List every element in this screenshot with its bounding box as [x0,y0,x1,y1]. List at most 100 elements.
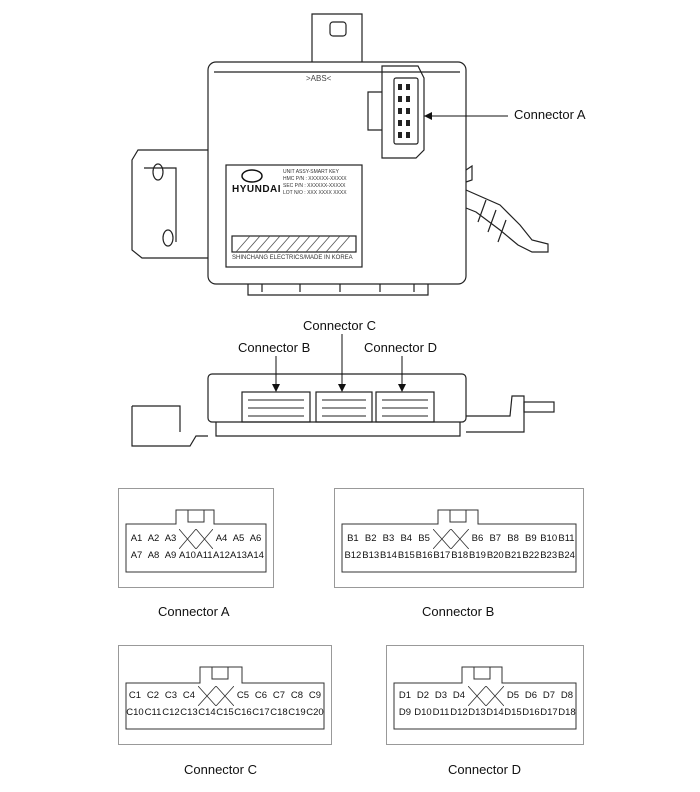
empty-pin-cell [198,686,216,706]
pin: B4 [400,533,413,544]
pin: C19 [288,707,306,718]
pin: B12 [344,550,362,561]
pin: D15 [504,707,522,718]
pin: A2 [147,533,160,544]
label-line: SEC P/N : XXXXXX-XXXXX [283,183,346,189]
pin: C6 [254,690,268,701]
connector-c-row-1: C1 C2 C3 C4 C5 C6 C7 C8 C9 [126,686,324,706]
pin: C12 [162,707,180,718]
pin: A9 [164,550,177,561]
pin: C18 [270,707,288,718]
connector-d-diagram: D1 D2 D3 D4 D5 D6 D7 D8 D9 D10 D11 D12 D… [386,645,584,745]
pin: D1 [398,690,412,701]
pin: D13 [468,707,486,718]
pin: B5 [418,533,430,544]
label-line: HMC P/N : XXXXXX-XXXXX [283,176,347,182]
pin: B18 [451,550,469,561]
connector-d-outline [386,645,584,745]
pin: A6 [249,533,262,544]
label-line: UNIT ASSY-SMART KEY [283,169,339,175]
pin: B21 [504,550,522,561]
pin: C20 [306,707,324,718]
pin: D7 [542,690,556,701]
brand-label: HYUNDAI [232,184,282,195]
pin: C8 [290,690,304,701]
pin: B20 [486,550,504,561]
pin: C4 [182,690,196,701]
pin: D10 [414,707,432,718]
pin: A12 [213,550,230,561]
pin: B23 [540,550,558,561]
connector-a-caption: Connector A [158,604,230,619]
empty-pin-cell [450,529,469,549]
empty-pin-cell [196,529,213,549]
unit-footer-text: SHINCHANG ELECTRICS/MADE IN KOREA [232,255,353,261]
callout-connector-d: Connector D [364,340,437,355]
pin: B7 [489,533,502,544]
pin: D17 [540,707,558,718]
pin: D12 [450,707,468,718]
pin: A11 [196,550,213,561]
pin: C14 [198,707,216,718]
pin: C9 [308,690,322,701]
pin: D5 [506,690,520,701]
connector-d-row-2: D9 D10 D11 D12 D13 D14 D15 D16 D17 D18 [396,703,576,723]
pin: C13 [180,707,198,718]
connector-b-caption: Connector B [422,604,495,619]
pin: B9 [525,533,537,544]
pin: D3 [434,690,448,701]
side-view-drawing [131,334,555,447]
connector-c-caption: Connector C [184,762,257,777]
empty-pin-cell [216,686,234,706]
pin: D11 [432,707,450,718]
label-line: LOT N/O : XXX XXXX XXXX [283,190,347,196]
pin: C15 [216,707,234,718]
connector-d-caption: Connector D [448,762,521,777]
pin: A14 [247,550,264,561]
pin: B3 [382,533,395,544]
connector-b-diagram: B1 B2 B3 B4 B5 B6 B7 B8 B9 B10 B11 B12 B… [334,488,584,588]
pin: B10 [540,533,558,544]
connector-b-outline [334,488,584,588]
pin: B24 [558,550,575,561]
pin: A13 [230,550,247,561]
empty-pin-cell [468,686,486,706]
pin: B22 [522,550,540,561]
connector-a-row-2: A7 A8 A9 A10 A11 A12 A13 A14 [128,546,264,566]
pin: B15 [397,550,415,561]
pin: B17 [433,550,451,561]
pin: A1 [130,533,143,544]
empty-pin-cell [179,529,196,549]
pin: B19 [469,550,486,561]
pin: B2 [364,533,377,544]
pin: D8 [560,690,574,701]
connector-c-outline [118,645,332,745]
empty-pin-cell [432,529,451,549]
callout-connector-a: Connector A [514,107,586,122]
pin: C5 [236,690,250,701]
connector-c-row-2: C10 C11 C12 C13 C14 C15 C16 C17 C18 C19 … [126,703,324,723]
callout-connector-b: Connector B [238,340,311,355]
pin: D16 [522,707,540,718]
callout-connector-c: Connector C [303,318,376,333]
pin: B6 [471,533,484,544]
empty-pin-cell [486,686,504,706]
pin: D9 [398,707,412,718]
pin: B13 [362,550,380,561]
pin: C16 [234,707,252,718]
pin: B16 [415,550,433,561]
pin: B8 [507,533,519,544]
pin: A10 [179,550,196,561]
smart-key-unit-drawing [131,13,549,296]
pin: A3 [164,533,177,544]
pin: C2 [146,690,160,701]
connector-d-row-1: D1 D2 D3 D4 D5 D6 D7 D8 [396,686,576,706]
pin: A4 [215,533,228,544]
pin: A5 [232,533,245,544]
pin: D14 [486,707,504,718]
connector-a-diagram: A1 A2 A3 A4 A5 A6 A7 A8 A9 A10 A11 A12 A… [118,488,274,588]
pin: D18 [558,707,576,718]
unit-label-lines: UNIT ASSY-SMART KEY HMC P/N : XXXXXX-XXX… [283,169,347,197]
pin: C11 [144,707,162,718]
pin: A8 [147,550,160,561]
